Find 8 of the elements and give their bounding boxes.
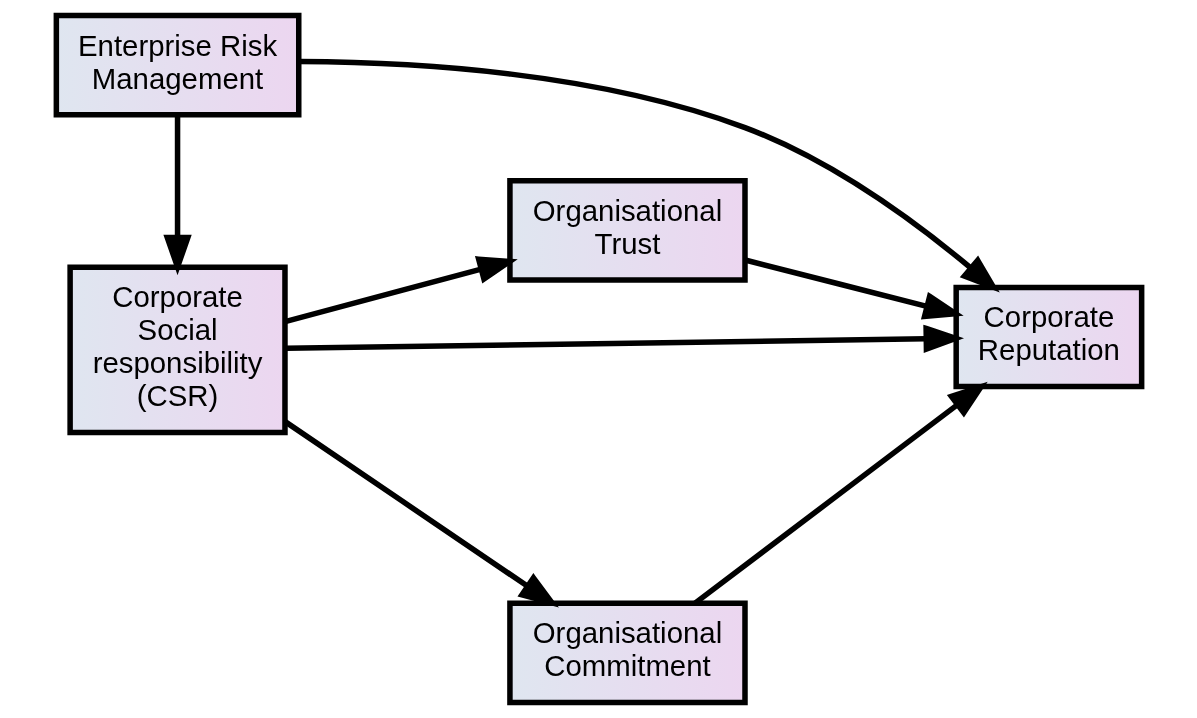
node-box: Corporate Reputation <box>952 284 1144 390</box>
node-box: Enterprise Risk Management <box>53 12 301 118</box>
node-box: Organisational Trust <box>506 178 748 283</box>
node-box: Corporate Social responsibility (CSR) <box>66 264 288 436</box>
arrow <box>285 324 964 353</box>
arrow <box>298 58 1000 293</box>
node-box: Organisational Commitment <box>506 600 748 706</box>
arrow <box>162 114 192 276</box>
